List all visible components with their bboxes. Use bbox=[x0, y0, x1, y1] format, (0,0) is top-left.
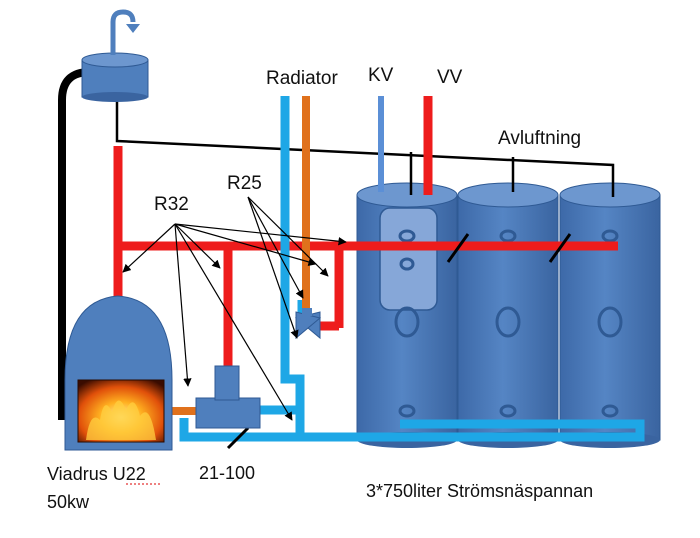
label-pump-model: 21-100 bbox=[199, 463, 255, 483]
r32-arrows bbox=[122, 223, 347, 421]
label-boiler-model: Viadrus U22 bbox=[47, 464, 146, 484]
radiator-return-pipe bbox=[168, 96, 310, 415]
vent-lines bbox=[115, 97, 615, 197]
label-avluftning: Avluftning bbox=[498, 128, 581, 149]
check-valve-marks bbox=[226, 233, 572, 450]
r25-arrows bbox=[247, 196, 329, 339]
label-boiler-power: 50kw bbox=[47, 492, 90, 512]
label-tanks: 3*750liter Strömsnäspannan bbox=[366, 481, 593, 501]
boiler-icon bbox=[64, 295, 173, 451]
tank-1 bbox=[356, 182, 458, 448]
label-vv: VV bbox=[437, 67, 463, 88]
expansion-vessel-icon bbox=[58, 9, 149, 420]
three-way-valve-icon bbox=[294, 308, 322, 340]
label-r25: R25 bbox=[227, 173, 262, 194]
tank-ports bbox=[394, 229, 623, 418]
tank-group bbox=[356, 182, 661, 448]
label-r32: R32 bbox=[154, 194, 189, 215]
tank-2 bbox=[457, 182, 559, 448]
hot-pipes bbox=[113, 96, 618, 370]
tank-3 bbox=[559, 182, 661, 448]
pump-icon bbox=[195, 365, 261, 429]
label-radiator: Radiator bbox=[266, 68, 338, 89]
label-kv: KV bbox=[368, 65, 394, 86]
